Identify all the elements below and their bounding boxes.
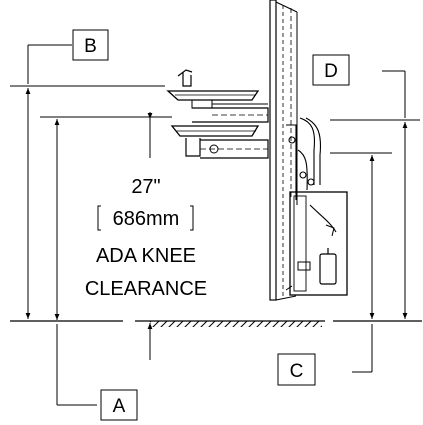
label-box-b: B [72,29,109,61]
plumbing-lines [286,117,322,200]
label-c: C [290,361,304,382]
floor [10,320,422,327]
clearance-inches: 27" [131,176,160,198]
chiller-unit [285,191,348,296]
clearance-line-1: ADA KNEE [96,245,196,267]
lower-fountain-bowl [170,125,269,159]
label-d: D [324,61,338,82]
dimension-c [330,152,392,373]
knee-clearance-note: 27" 686mm ADA KNEE CLEARANCE [85,176,207,300]
dimension-a [40,112,172,406]
dimension-d [330,70,420,319]
label-box-c: C [277,353,316,386]
clearance-line-2: CLEARANCE [85,278,207,300]
upper-fountain-bowl [166,69,269,123]
label-a: A [113,396,126,417]
dimension-b [10,44,165,319]
clearance-millimeters: 686mm [113,208,180,230]
wall-mount-carrier [269,0,298,301]
label-box-d: D [312,54,350,86]
label-box-a: A [100,389,138,421]
label-b: B [84,36,97,57]
